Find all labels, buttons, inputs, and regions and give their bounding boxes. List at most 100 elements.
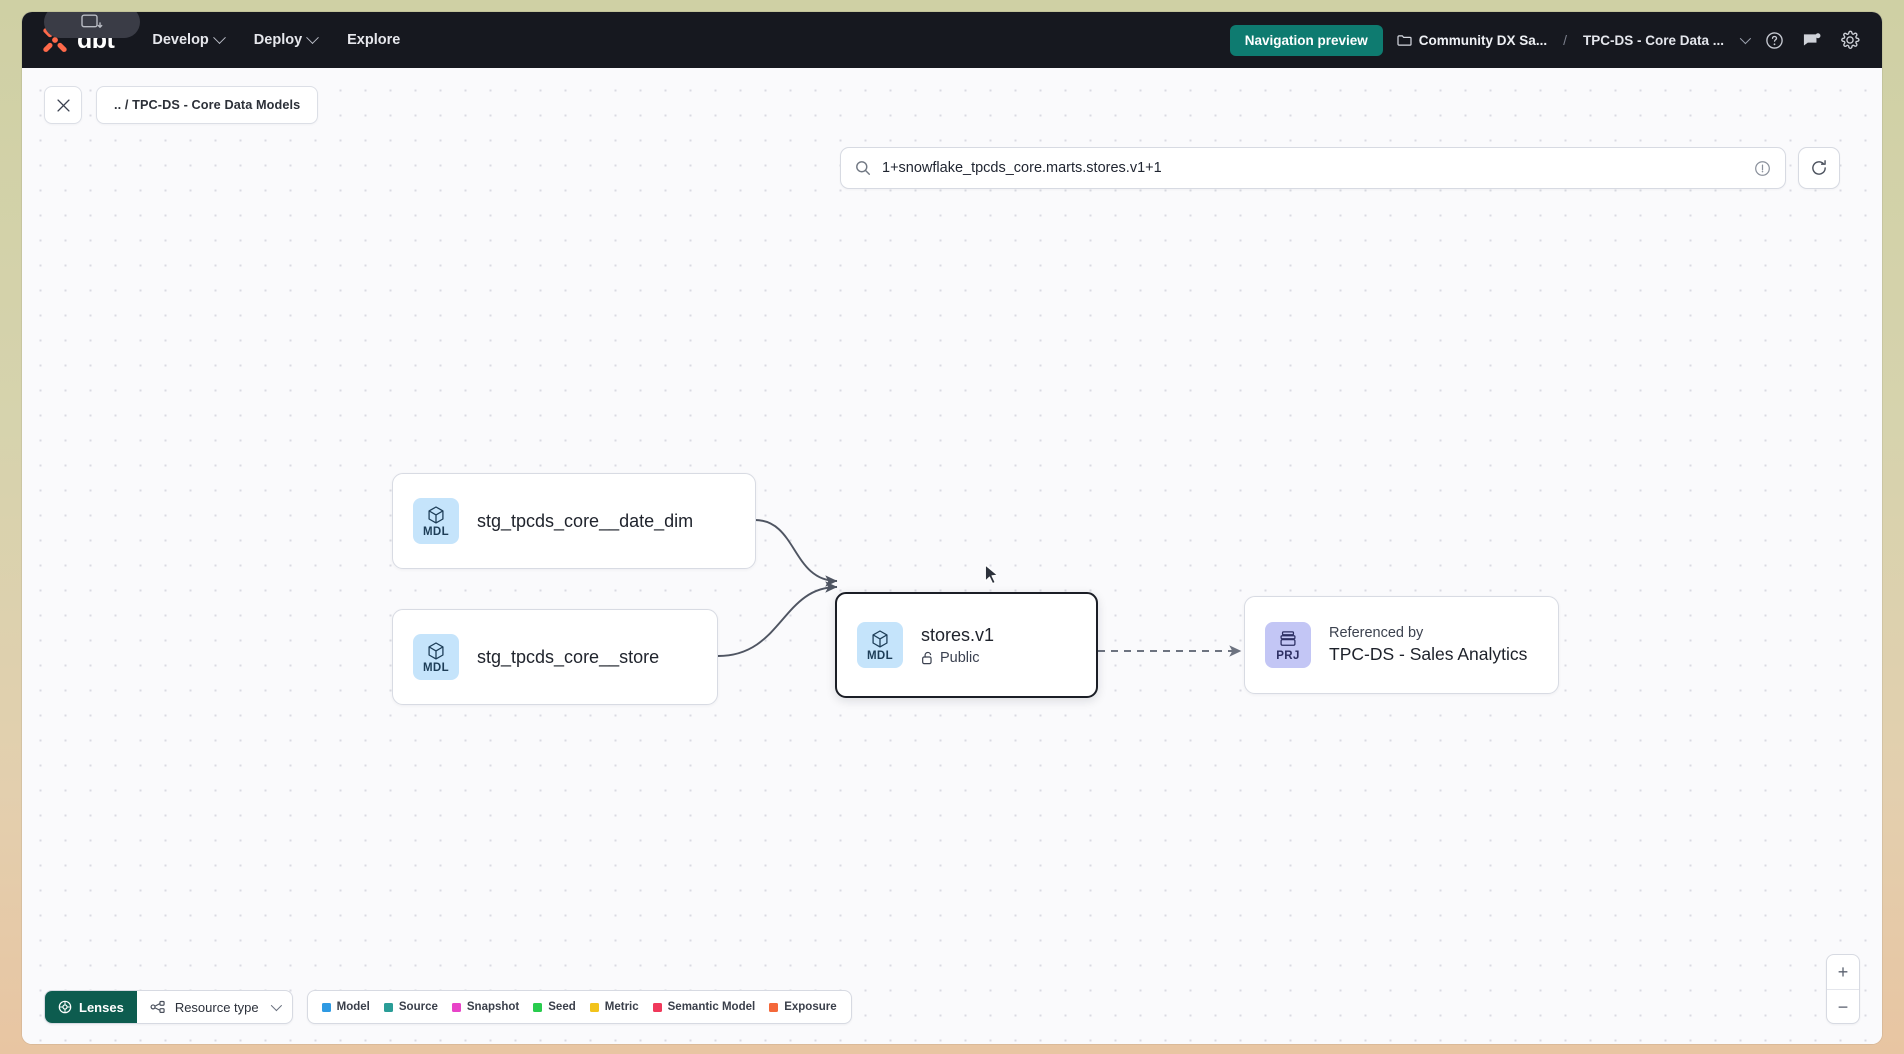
node-text-block: Referenced by TPC-DS - Sales Analytics bbox=[1329, 625, 1527, 665]
help-button[interactable] bbox=[1762, 28, 1786, 52]
breadcrumb-path-chip[interactable]: .. / TPC-DS - Core Data Models bbox=[96, 86, 319, 124]
nav-item-deploy[interactable]: Deploy bbox=[253, 30, 320, 48]
lenses-button[interactable]: Lenses bbox=[45, 991, 137, 1023]
graph-node-referenced-by-project[interactable]: PRJ Referenced by TPC-DS - Sales Analyti… bbox=[1244, 596, 1559, 694]
node-text-block: stg_tpcds_core__store bbox=[477, 647, 659, 668]
legend-label-model: Model bbox=[336, 1001, 370, 1013]
lineage-search-row bbox=[840, 147, 1840, 189]
legend-label-seed: Seed bbox=[548, 1001, 576, 1013]
help-circle-icon bbox=[1765, 31, 1783, 49]
canvas-bottom-bar: Lenses Resource type bbox=[44, 990, 852, 1024]
chevron-down-icon bbox=[306, 30, 320, 44]
node-badge-label: MDL bbox=[422, 525, 450, 538]
node-title: stg_tpcds_core__date_dim bbox=[477, 510, 694, 531]
legend-item-seed: Seed bbox=[533, 1001, 576, 1013]
zoom-controls: + − bbox=[1826, 954, 1860, 1024]
refresh-icon bbox=[1812, 160, 1826, 175]
project-stack-icon bbox=[1280, 630, 1296, 646]
refresh-graph-button[interactable] bbox=[1798, 147, 1840, 189]
legend-label-metric: Metric bbox=[604, 1001, 639, 1013]
node-badge-label: PRJ bbox=[1276, 649, 1300, 662]
chevron-down-icon bbox=[212, 30, 226, 44]
lens-controls-group: Lenses Resource type bbox=[44, 990, 293, 1024]
node-title: stg_tpcds_core__store bbox=[477, 646, 660, 667]
navigation-preview-button[interactable]: Navigation preview bbox=[1229, 24, 1383, 56]
legend-label-source: Source bbox=[398, 1001, 438, 1013]
resource-type-icon bbox=[150, 1000, 165, 1014]
node-badge-project: PRJ bbox=[1265, 622, 1311, 668]
chevron-down-icon bbox=[270, 999, 282, 1012]
resource-type-dropdown[interactable]: Resource type bbox=[137, 991, 292, 1023]
node-text-block: stores.v1 Public bbox=[921, 625, 994, 666]
nav-item-explore[interactable]: Explore bbox=[347, 32, 400, 48]
folder-icon bbox=[1397, 34, 1412, 46]
edge-date-dim-to-stores bbox=[754, 519, 838, 587]
lineage-graph: MDL stg_tpcds_core__date_dim MDL bbox=[22, 68, 1882, 1044]
nav-item-develop-label: Develop bbox=[152, 32, 209, 48]
legend-item-semantic-model: Semantic Model bbox=[652, 1001, 756, 1013]
legend-item-snapshot: Snapshot bbox=[451, 1001, 520, 1013]
breadcrumb-account[interactable]: Community DX Sa... bbox=[1397, 33, 1547, 48]
node-title: TPC-DS - Sales Analytics bbox=[1329, 644, 1528, 664]
nav-item-explore-label: Explore bbox=[347, 32, 401, 48]
legend-swatch-semantic-model bbox=[652, 1002, 662, 1012]
node-badge-model: MDL bbox=[857, 622, 903, 668]
zoom-in-button[interactable]: + bbox=[1837, 962, 1849, 982]
canvas-toolbar: .. / TPC-DS - Core Data Models bbox=[22, 68, 1882, 142]
settings-button[interactable] bbox=[1838, 28, 1862, 52]
nav-item-deploy-label: Deploy bbox=[253, 32, 303, 48]
breadcrumb-separator: / bbox=[1563, 32, 1567, 48]
window-control-icon bbox=[81, 14, 103, 28]
legend-item-metric: Metric bbox=[589, 1001, 639, 1013]
graph-edges bbox=[717, 519, 1242, 657]
close-graph-button[interactable] bbox=[44, 86, 82, 124]
node-access-row: Public bbox=[921, 650, 994, 666]
feedback-button[interactable] bbox=[1800, 28, 1824, 52]
top-nav-right-cluster: Navigation preview Community DX Sa... / … bbox=[1229, 24, 1862, 56]
search-icon bbox=[856, 161, 871, 176]
node-text-block: stg_tpcds_core__date_dim bbox=[477, 511, 693, 532]
legend-swatch-snapshot bbox=[451, 1002, 461, 1012]
legend-swatch-seed bbox=[533, 1002, 543, 1012]
node-badge-model: MDL bbox=[413, 634, 459, 680]
lineage-canvas[interactable]: .. / TPC-DS - Core Data Models bbox=[22, 68, 1882, 1044]
unlock-icon bbox=[922, 651, 932, 664]
node-badge-model: MDL bbox=[413, 498, 459, 544]
node-badge-label: MDL bbox=[422, 661, 450, 674]
legend-item-source: Source bbox=[383, 1001, 438, 1013]
graph-node-stg-store[interactable]: MDL stg_tpcds_core__store bbox=[392, 609, 718, 705]
primary-nav-links: Develop Deploy Explore bbox=[152, 30, 400, 48]
legend-swatch-model bbox=[321, 1002, 331, 1012]
graph-node-stores-v1[interactable]: MDL stores.v1 Public bbox=[835, 592, 1098, 698]
chevron-down-icon[interactable] bbox=[1739, 32, 1752, 45]
legend-swatch-exposure bbox=[769, 1002, 779, 1012]
nav-item-develop[interactable]: Develop bbox=[152, 30, 226, 48]
cube-icon bbox=[428, 641, 444, 660]
graph-node-stg-date-dim[interactable]: MDL stg_tpcds_core__date_dim bbox=[392, 473, 756, 569]
zoom-out-button[interactable]: − bbox=[1827, 989, 1859, 1023]
lens-icon bbox=[58, 1000, 72, 1014]
legend-label-semantic-model: Semantic Model bbox=[667, 1001, 756, 1013]
legend-label-exposure: Exposure bbox=[784, 1001, 837, 1013]
node-title: stores.v1 bbox=[921, 624, 995, 645]
node-badge-label: MDL bbox=[866, 649, 894, 662]
breadcrumb-account-label: Community DX Sa... bbox=[1418, 32, 1548, 48]
legend-item-model: Model bbox=[321, 1001, 370, 1013]
feedback-icon bbox=[1803, 32, 1821, 46]
node-kicker: Referenced by bbox=[1329, 625, 1424, 641]
breadcrumb-project[interactable]: TPC-DS - Core Data ... bbox=[1583, 33, 1724, 48]
lineage-search-box[interactable] bbox=[840, 147, 1786, 189]
lenses-button-label: Lenses bbox=[79, 999, 124, 1015]
lineage-search-input[interactable] bbox=[882, 160, 1743, 176]
legend-label-snapshot: Snapshot bbox=[466, 1001, 520, 1013]
app-viewport: dbt Develop Deploy Explore Navigation pr… bbox=[22, 12, 1882, 1044]
close-icon bbox=[56, 98, 70, 112]
top-navigation-bar: dbt Develop Deploy Explore Navigation pr… bbox=[22, 12, 1882, 68]
info-circle-icon[interactable] bbox=[1754, 160, 1771, 177]
edge-store-to-stores bbox=[717, 581, 838, 657]
window-control-pill[interactable] bbox=[44, 12, 140, 38]
legend-item-exposure: Exposure bbox=[769, 1001, 837, 1013]
legend-swatch-metric bbox=[589, 1002, 599, 1012]
gear-icon bbox=[1841, 30, 1860, 49]
